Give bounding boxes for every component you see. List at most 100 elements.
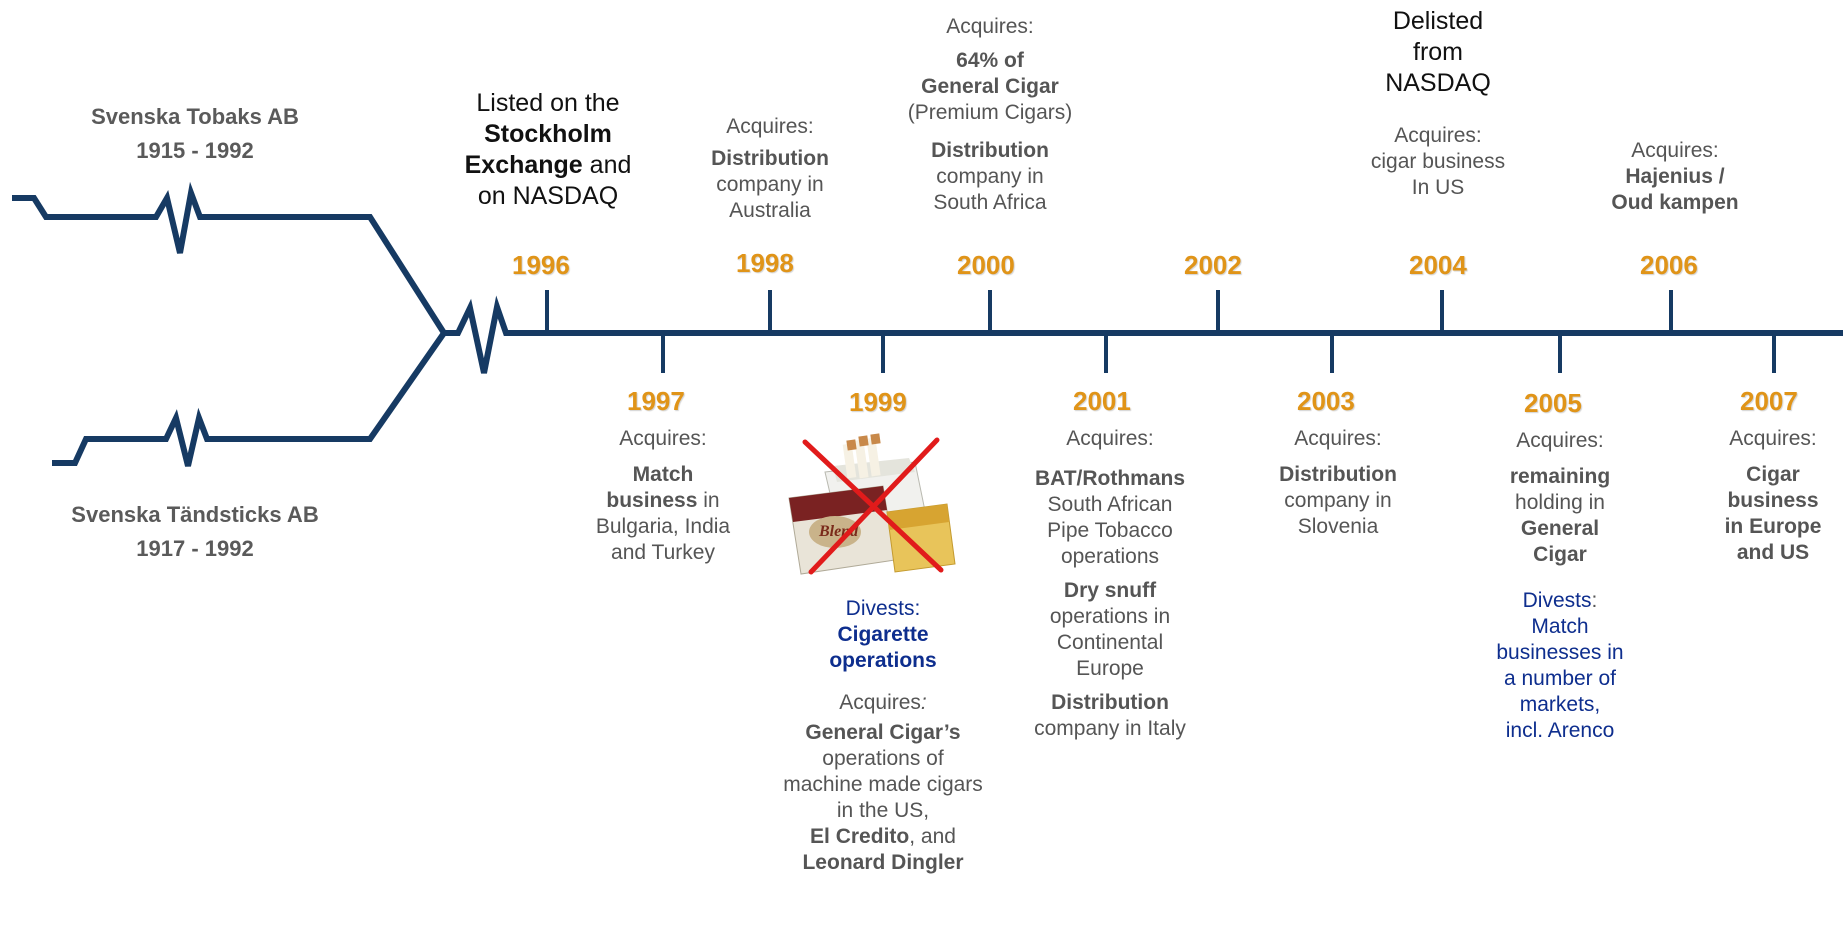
event-heading: Acquires: [1066, 427, 1154, 450]
event-line: incl. Arenco [1505, 719, 1615, 742]
origin-svenska-tandsticks: Svenska Tändsticks AB 1917 - 1992 [0, 498, 390, 566]
event-line: Exchange and [464, 151, 632, 179]
origin-svenska-tobaks: Svenska Tobaks AB 1915 - 1992 [40, 100, 350, 168]
event-line: Slovenia [1297, 515, 1379, 538]
event-heading: Acquires: [1729, 427, 1817, 450]
event-2001: Acquires: BAT/Rothmans South African Pip… [980, 426, 1240, 742]
event-line: Cigar [1746, 463, 1800, 486]
year-2005: 2005 [1524, 388, 1582, 418]
main-timeline-axis [444, 295, 1843, 374]
event-line: Australia [729, 199, 811, 222]
event-heading: Acquires: [946, 15, 1034, 38]
event-line: Listed on the [476, 89, 620, 117]
event-line: South African [1047, 493, 1173, 516]
event-line: Bulgaria, India [595, 515, 731, 538]
year-1999: 1999 [849, 387, 907, 417]
event-line: In US [1411, 176, 1465, 199]
year-2000: 2000 [957, 250, 1015, 280]
event-line: South Africa [933, 191, 1047, 214]
event-line: Delisted [1392, 7, 1484, 35]
event-heading: Acquires: [1294, 427, 1382, 450]
event-line: Leonard Dingler [802, 851, 964, 874]
event-line: Cigar [1533, 543, 1587, 566]
event-line: operations of [822, 747, 944, 770]
year-2001: 2001 [1073, 386, 1131, 416]
event-line: BAT/Rothmans [1034, 467, 1186, 490]
event-line: El Credito, and [810, 825, 956, 848]
origin-years: 1917 - 1992 [136, 536, 254, 561]
event-line: businesses in [1496, 641, 1624, 664]
year-2004: 2004 [1409, 250, 1467, 280]
event-line: operations in [1049, 605, 1171, 628]
event-line: Distribution [931, 139, 1049, 162]
event-line: from [1413, 38, 1463, 66]
event-line: Distribution [1279, 463, 1397, 486]
event-line: holding in [1515, 491, 1605, 514]
event-line: business [1727, 489, 1819, 512]
event-line: Distribution [1051, 691, 1169, 714]
event-1996: Listed on the Stockholm Exchange and on … [438, 88, 658, 212]
event-1999: Divests: Cigarette operations Acquires: … [733, 596, 1033, 876]
event-line: and Turkey [611, 541, 715, 564]
origin-name: Svenska Tändsticks AB [71, 502, 319, 527]
divest-heading: Divests: [1522, 589, 1598, 612]
event-heading: Acquires: [839, 691, 927, 714]
red-cross-icon [802, 437, 944, 575]
event-2006: Acquires: Hajenius / Oud kampen [1580, 138, 1770, 216]
event-heading: Acquires: [1631, 139, 1719, 162]
event-line: company in [936, 165, 1044, 188]
tobaks-branch-line [12, 181, 447, 335]
event-line: Stockholm [484, 120, 612, 148]
event-line: machine made cigars [783, 773, 983, 796]
tandsticks-branch-line [52, 331, 447, 467]
event-2000: Acquires: 64% of General Cigar (Premium … [870, 14, 1110, 216]
event-line: markets, [1519, 693, 1601, 716]
event-line: and US [1736, 541, 1810, 564]
event-line: General Cigar [921, 75, 1059, 98]
event-line: operations [829, 649, 937, 672]
year-1996: 1996 [512, 250, 570, 280]
event-line: company in Italy [1034, 717, 1186, 740]
event-line: remaining [1509, 465, 1611, 488]
event-line: (Premium Cigars) [907, 101, 1073, 124]
year-2006: 2006 [1640, 250, 1698, 280]
event-line: in Europe [1724, 515, 1822, 538]
event-line: Cigarette [837, 623, 929, 646]
event-1997: Acquires: Match business in Bulgaria, In… [563, 426, 763, 566]
event-heading: Acquires: [1516, 429, 1604, 452]
event-heading: Acquires: [619, 427, 707, 450]
event-line: Distribution [711, 147, 829, 170]
divest-heading: Divests: [845, 597, 921, 620]
event-2003: Acquires: Distribution company in Sloven… [1238, 426, 1438, 540]
event-line: operations [1060, 545, 1160, 568]
event-line: Europe [1076, 657, 1144, 680]
event-line: 64% of [956, 49, 1024, 72]
event-line: company in [716, 173, 824, 196]
year-2003: 2003 [1297, 386, 1355, 416]
event-line: Dry snuff [1063, 579, 1157, 602]
event-line: Hajenius / [1625, 165, 1725, 188]
event-2005: Acquires: remaining holding in General C… [1460, 428, 1660, 744]
event-2007: Acquires: Cigar business in Europe and U… [1703, 426, 1843, 566]
year-2007: 2007 [1740, 386, 1798, 416]
event-line: a number of [1503, 667, 1617, 690]
event-line: company in [1284, 489, 1392, 512]
year-1998: 1998 [736, 248, 794, 278]
event-line: Continental [1056, 631, 1164, 654]
year-1997: 1997 [627, 386, 685, 416]
event-line: Oud kampen [1611, 191, 1739, 214]
event-line: on NASDAQ [477, 182, 619, 210]
event-heading: Acquires: [726, 115, 814, 138]
event-line: NASDAQ [1385, 69, 1491, 97]
event-line: General Cigar’s [805, 721, 961, 744]
event-heading: Acquires: [1394, 124, 1482, 147]
event-line: Match [632, 463, 694, 486]
origin-years: 1915 - 1992 [136, 138, 254, 163]
origin-name: Svenska Tobaks AB [91, 104, 299, 129]
event-line: General [1520, 517, 1600, 540]
event-line: business in [606, 489, 720, 512]
crossed-cigarette-pack-image: Blend [788, 433, 956, 575]
event-2004: Delisted from NASDAQ Acquires: cigar bus… [1338, 6, 1538, 201]
event-1998: Acquires: Distribution company in Austra… [680, 114, 860, 224]
